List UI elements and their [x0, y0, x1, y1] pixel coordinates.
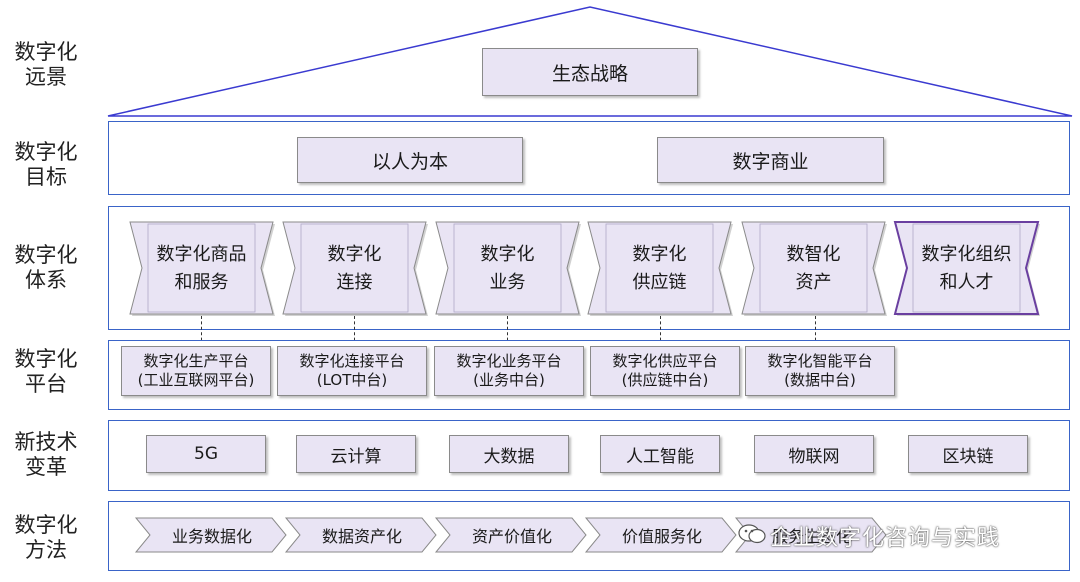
method-step-data-assets: 数据资产化: [321, 527, 402, 546]
row-label-vision: 数字化 远景: [14, 40, 78, 89]
connector-line: [660, 316, 661, 346]
goal-frame: [108, 121, 1070, 195]
watermark-text: 企业数字化咨询与实践: [770, 526, 1001, 551]
connector-line: [201, 316, 202, 346]
wechat-icon: [738, 524, 766, 544]
platform-box-business: 数字化业务平台 (业务中台): [434, 346, 584, 396]
row-label-tech: 新技术 变革: [14, 430, 78, 479]
system-box-organization: 数字化组织 和人才: [921, 244, 1012, 293]
goal-box-people: 以人为本: [297, 137, 523, 183]
tech-box-blockchain: 区块链: [908, 435, 1028, 473]
goal-box-commerce: 数字商业: [657, 137, 884, 183]
system-box-business: 数字化 业务: [480, 244, 535, 293]
tech-box-5g: 5G: [146, 435, 266, 473]
platform-box-production: 数字化生产平台 (工业互联网平台): [121, 346, 271, 396]
platform-box-connection: 数字化连接平台 (LOT中台): [277, 346, 427, 396]
platform-box-supply: 数字化供应平台 (供应链中台): [590, 346, 740, 396]
connector-line: [815, 316, 816, 346]
method-step-service-ecology: 服务生态化: [771, 527, 852, 546]
system-box-connection: 数字化 连接: [327, 244, 382, 293]
row-label-method: 数字化 方法: [14, 513, 78, 562]
system-box-supply-chain: 数字化 供应链: [632, 244, 687, 293]
tech-box-ai: 人工智能: [600, 435, 720, 473]
tech-box-iot: 物联网: [754, 435, 874, 473]
platform-box-intelligence: 数字化智能平台 (数据中台): [745, 346, 895, 396]
method-step-value-service: 价值服务化: [621, 527, 702, 546]
row-label-system: 数字化 体系: [14, 243, 78, 292]
tech-box-cloud: 云计算: [296, 435, 416, 473]
system-box-products: 数字化商品 和服务: [156, 244, 247, 293]
row-label-platform: 数字化 平台: [14, 347, 78, 396]
method-step-asset-value: 资产价值化: [471, 527, 552, 546]
row-label-goal: 数字化 目标: [14, 140, 78, 189]
connector-line: [354, 316, 355, 346]
system-box-assets: 数智化 资产: [786, 244, 841, 293]
method-step-business-data: 业务数据化: [171, 527, 252, 546]
tech-box-bigdata: 大数据: [449, 435, 569, 473]
connector-line: [507, 316, 508, 346]
vision-strategy-box: 生态战略: [482, 48, 698, 96]
